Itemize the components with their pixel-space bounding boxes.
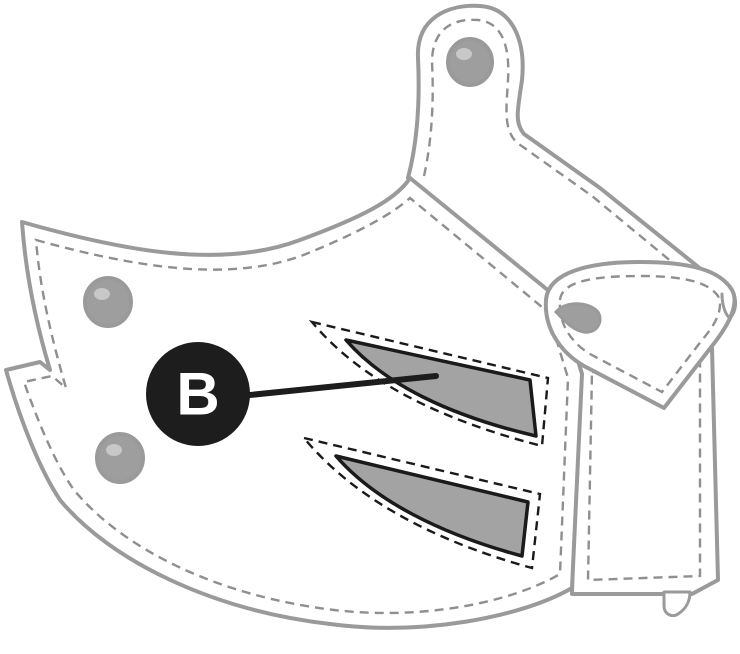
upper-vent-stitch	[308, 320, 550, 448]
cheek-panel-stitch	[22, 196, 570, 615]
upper-vent-slot	[308, 320, 550, 448]
rivet-icon	[446, 37, 494, 87]
teardrop-hole-icon	[553, 302, 602, 334]
lower-vent-slot	[300, 436, 542, 570]
side-strap-stitch	[586, 360, 702, 582]
callout-label: B	[176, 361, 219, 428]
callout-badge	[146, 342, 250, 446]
upper-vent-fill	[344, 338, 538, 438]
callout-leader-line	[237, 373, 439, 399]
rivet-icon	[83, 276, 133, 328]
ear-flap-stitch	[558, 274, 722, 394]
rivet-icon	[95, 432, 145, 484]
upper-strap-stitch	[422, 18, 697, 283]
vent-slots	[300, 320, 550, 570]
rivets	[83, 37, 494, 484]
callout-b: B	[146, 342, 439, 446]
ear-flap-fold	[720, 288, 738, 320]
strap-tip-outline	[662, 590, 692, 618]
lower-vent-fill	[334, 454, 530, 558]
ear-flap	[543, 260, 738, 410]
